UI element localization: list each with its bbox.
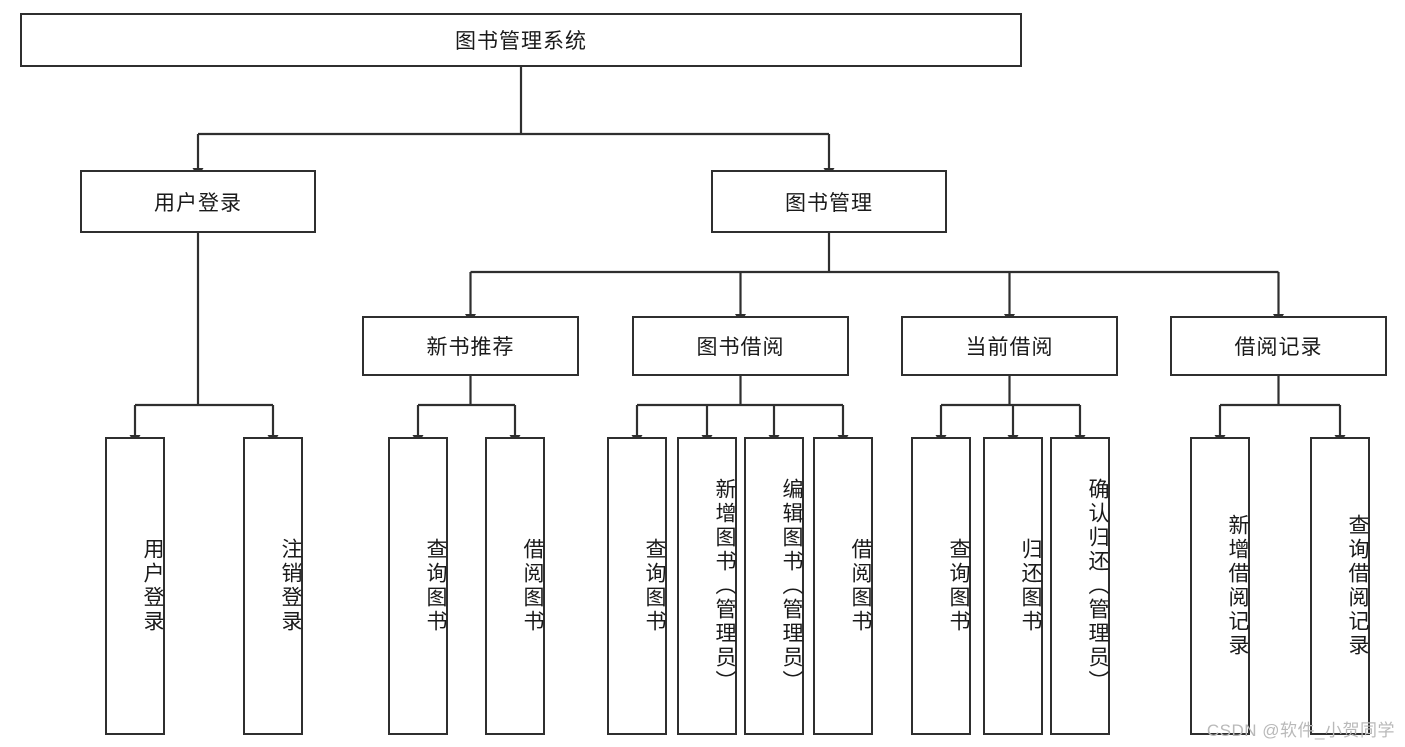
node-label: 图书借阅	[696, 336, 785, 359]
node-l3d: 借阅记录	[1170, 316, 1387, 376]
node-label: 新书推荐	[426, 336, 515, 359]
node-leaf8: 借阅图书	[813, 437, 873, 735]
node-l2b: 图书管理	[711, 170, 947, 233]
node-leaf3: 查询图书	[388, 437, 448, 735]
node-label: 用户登录	[154, 191, 242, 215]
node-label: 查询图书	[947, 538, 970, 634]
node-label: 图书管理	[785, 191, 873, 215]
node-label: 当前借阅	[965, 336, 1054, 359]
node-l3c: 当前借阅	[901, 316, 1118, 376]
node-label: 编辑图书（管理员）	[780, 478, 803, 694]
node-label: 借阅图书	[849, 538, 872, 634]
node-label: 用户登录	[141, 538, 164, 634]
node-leaf13: 查询借阅记录	[1310, 437, 1370, 735]
node-label: 借阅记录	[1234, 336, 1323, 359]
node-leaf1: 用户登录	[105, 437, 165, 735]
node-label: 新增借阅记录	[1226, 514, 1249, 658]
node-label: 确认归还（管理员）	[1086, 478, 1109, 694]
node-label: 注销登录	[279, 538, 302, 634]
node-leaf10: 归还图书	[983, 437, 1043, 735]
node-leaf9: 查询图书	[911, 437, 971, 735]
node-leaf5: 查询图书	[607, 437, 667, 735]
node-label: 借阅图书	[521, 538, 544, 634]
node-label: 查询图书	[643, 538, 666, 634]
watermark: CSDN @软件_小贺同学	[1206, 721, 1395, 740]
node-label: 图书管理系统	[455, 30, 587, 53]
node-leaf6: 新增图书（管理员）	[677, 437, 737, 735]
node-leaf2: 注销登录	[243, 437, 303, 735]
node-label: 查询图书	[424, 538, 447, 634]
node-label: 新增图书（管理员）	[713, 478, 736, 694]
node-label: 归还图书	[1019, 538, 1042, 634]
node-leaf12: 新增借阅记录	[1190, 437, 1250, 735]
node-l2a: 用户登录	[80, 170, 316, 233]
node-root: 图书管理系统	[20, 13, 1022, 67]
node-leaf11: 确认归还（管理员）	[1050, 437, 1110, 735]
node-label: 查询借阅记录	[1346, 514, 1369, 658]
node-l3a: 新书推荐	[362, 316, 579, 376]
node-leaf7: 编辑图书（管理员）	[744, 437, 804, 735]
node-leaf4: 借阅图书	[485, 437, 545, 735]
node-l3b: 图书借阅	[632, 316, 849, 376]
